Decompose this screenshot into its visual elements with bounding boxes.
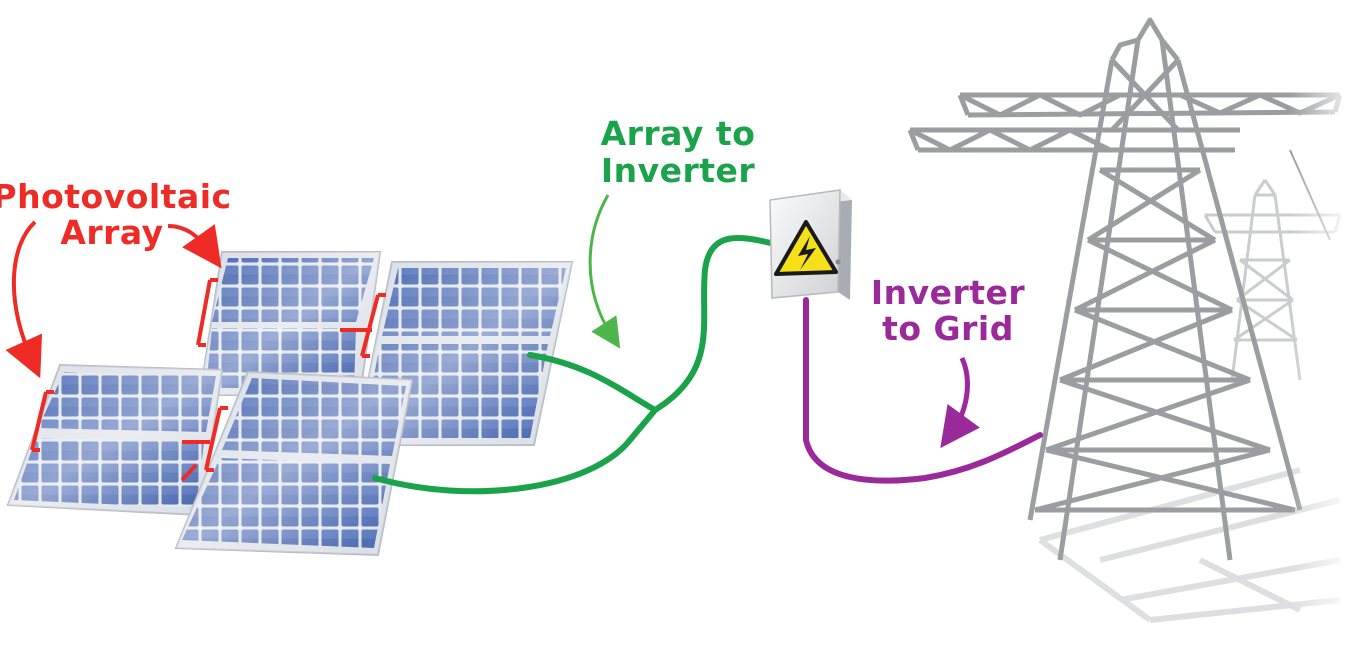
solar-panel-back-left — [198, 251, 382, 396]
photovoltaic-label-line1: Photovoltaic — [0, 177, 232, 216]
solar-panel-front-right — [174, 370, 414, 557]
array-to-inverter-label-line1: Array to — [601, 114, 756, 153]
high-voltage-warning-icon — [774, 220, 838, 276]
inverter-box — [769, 189, 852, 300]
photovoltaic-array-label: Photovoltaic Array — [0, 177, 232, 252]
array-to-inverter-arrow — [588, 194, 621, 349]
array-to-inverter-label: Array to Inverter — [601, 114, 756, 190]
inverter-to-grid-label-line2: to Grid — [882, 309, 1014, 348]
photovoltaic-label-line2: Array — [60, 213, 163, 252]
solar-panel-icon — [6, 251, 574, 557]
array-to-inverter-wire — [372, 234, 781, 495]
panel-connectors — [30, 278, 386, 482]
inverter-to-grid-arrow — [940, 356, 980, 449]
photovoltaic-arrow-right — [167, 224, 222, 269]
solar-panel-front-left — [6, 363, 224, 517]
array-to-inverter-label-line2: Inverter — [601, 151, 756, 190]
inverter-to-grid-label-line1: Inverter — [871, 273, 1026, 312]
inverter-to-grid-wire — [803, 297, 1043, 484]
inverter-to-grid-label: Inverter to Grid — [871, 273, 1026, 348]
photovoltaic-arrow-left — [5, 220, 43, 379]
